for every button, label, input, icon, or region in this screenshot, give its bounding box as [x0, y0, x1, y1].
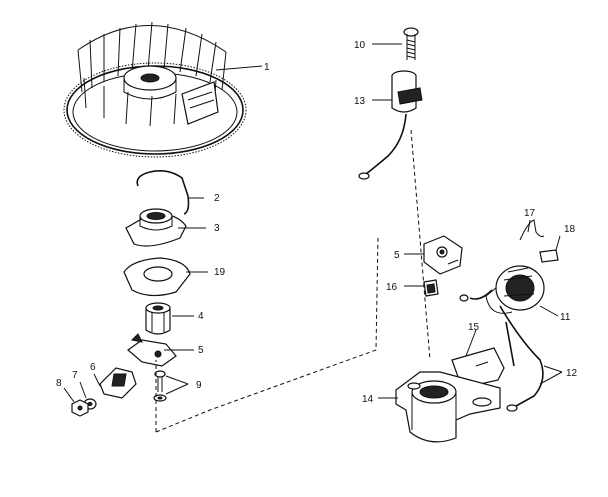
- callout-2: 2: [214, 193, 220, 204]
- breaker-arm-part: [127, 333, 177, 367]
- armature-base-part: [395, 347, 505, 443]
- flywheel-part: [63, 21, 247, 158]
- callout-9: 9: [196, 380, 202, 391]
- condenser-part: [358, 70, 423, 180]
- callout-6: 6: [90, 362, 96, 373]
- callout-15: 15: [468, 322, 480, 333]
- callout-5-right: 5: [394, 250, 400, 261]
- callout-7: 7: [72, 370, 78, 381]
- callout-labels: 1 2 3 19 4 5 6 7 8 9 10 13 17 18 5 16 11…: [56, 40, 578, 405]
- lead-wire-part: [499, 305, 544, 412]
- callout-16: 16: [386, 282, 398, 293]
- callout-1: 1: [264, 62, 270, 73]
- callout-8: 8: [56, 378, 62, 389]
- top-screw-part: [403, 27, 419, 60]
- bracket-part: [99, 367, 137, 399]
- small-clip-part: [539, 249, 559, 263]
- left-assembly-lines: [155, 235, 379, 433]
- callout-4: 4: [198, 311, 204, 322]
- screw-part: [153, 370, 167, 402]
- breaker-bracket-part: [423, 235, 463, 275]
- cam-plate-part: [125, 208, 187, 247]
- ignition-coil-part: [459, 265, 545, 314]
- gasket-plate-part: [123, 257, 191, 297]
- callout-12: 12: [566, 368, 578, 379]
- bushing-part: [145, 302, 171, 335]
- callout-14: 14: [362, 394, 374, 405]
- spring-clip-part: [136, 170, 190, 215]
- callout-18: 18: [564, 224, 576, 235]
- spring-part: [519, 219, 545, 241]
- center-assembly-line: [410, 129, 431, 361]
- nut-part: [71, 399, 89, 417]
- callout-3: 3: [214, 223, 220, 234]
- callout-17: 17: [524, 208, 536, 219]
- callout-11: 11: [560, 312, 571, 323]
- terminal-clip-part: [423, 279, 439, 297]
- leader-lines: [63, 43, 563, 403]
- callout-5-left: 5: [198, 345, 204, 356]
- callout-13: 13: [354, 96, 366, 107]
- callout-19: 19: [214, 267, 226, 278]
- callout-10: 10: [354, 40, 366, 51]
